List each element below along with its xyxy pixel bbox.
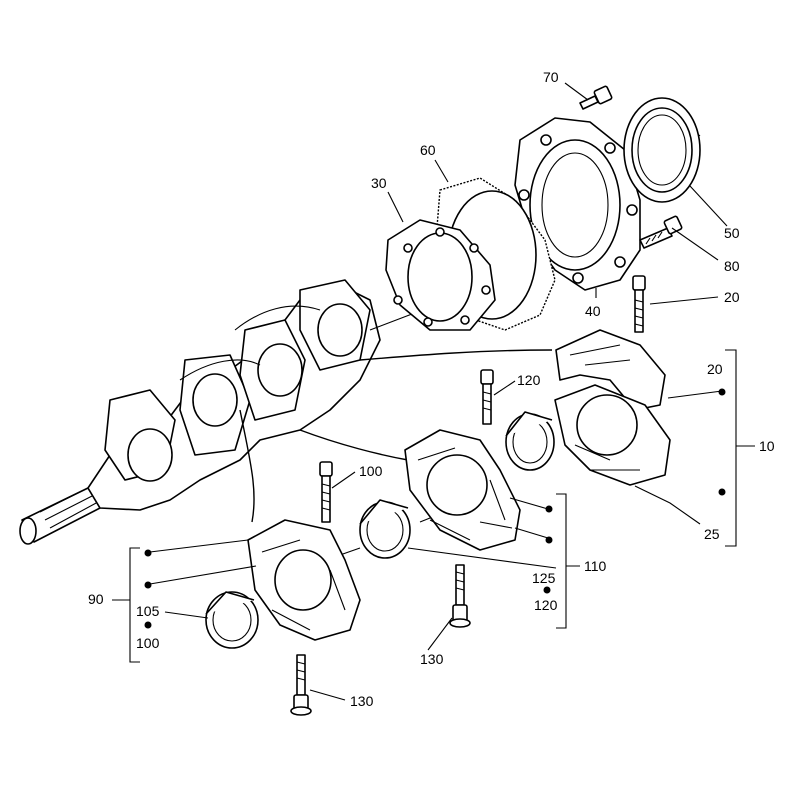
adapter-plate	[385, 219, 496, 331]
reference-dots	[144, 388, 726, 629]
bolt-20	[632, 275, 646, 333]
rear-main-bearing-cap	[554, 329, 671, 486]
main-bearing-block	[404, 429, 521, 551]
callout-105: 105	[136, 603, 160, 619]
callout-100-lower: 100	[136, 635, 160, 651]
callout-30: 30	[371, 175, 387, 191]
callout-80: 80	[724, 258, 740, 274]
bearing-shell-25	[505, 411, 555, 471]
group-brackets	[112, 349, 755, 663]
oil-seal	[623, 97, 701, 203]
screw-70	[579, 85, 613, 110]
bearing-shell-105	[205, 591, 259, 649]
bolt-100	[319, 461, 333, 523]
callout-25: 25	[704, 526, 720, 542]
leader-lines	[149, 82, 728, 701]
callout-labels: 70 60 30 50 80 40 20 20 120 10 100 25 11…	[88, 69, 775, 709]
callout-125: 125	[532, 570, 556, 586]
bolt-130-middle	[449, 564, 471, 628]
screw-80	[639, 215, 683, 249]
callout-10: 10	[759, 438, 775, 454]
bolt-130-lower	[290, 654, 312, 716]
callout-100-upper: 100	[359, 463, 383, 479]
callout-110: 110	[584, 558, 607, 574]
callout-60: 60	[420, 142, 436, 158]
callout-70: 70	[543, 69, 559, 85]
front-bearing-block	[247, 519, 361, 641]
callout-40: 40	[585, 303, 601, 319]
callout-130-middle: 130	[420, 651, 444, 667]
bolt-120-upper	[480, 369, 494, 425]
callout-120-lower: 120	[534, 597, 558, 613]
bearing-shell-125	[359, 499, 411, 559]
callout-20-upper: 20	[724, 289, 740, 305]
callout-90: 90	[88, 591, 104, 607]
callout-20-lower: 20	[707, 361, 723, 377]
callout-50: 50	[724, 225, 740, 241]
callout-130-lower: 130	[350, 693, 374, 709]
crankshaft	[19, 279, 381, 545]
callout-120-upper: 120	[517, 372, 541, 388]
